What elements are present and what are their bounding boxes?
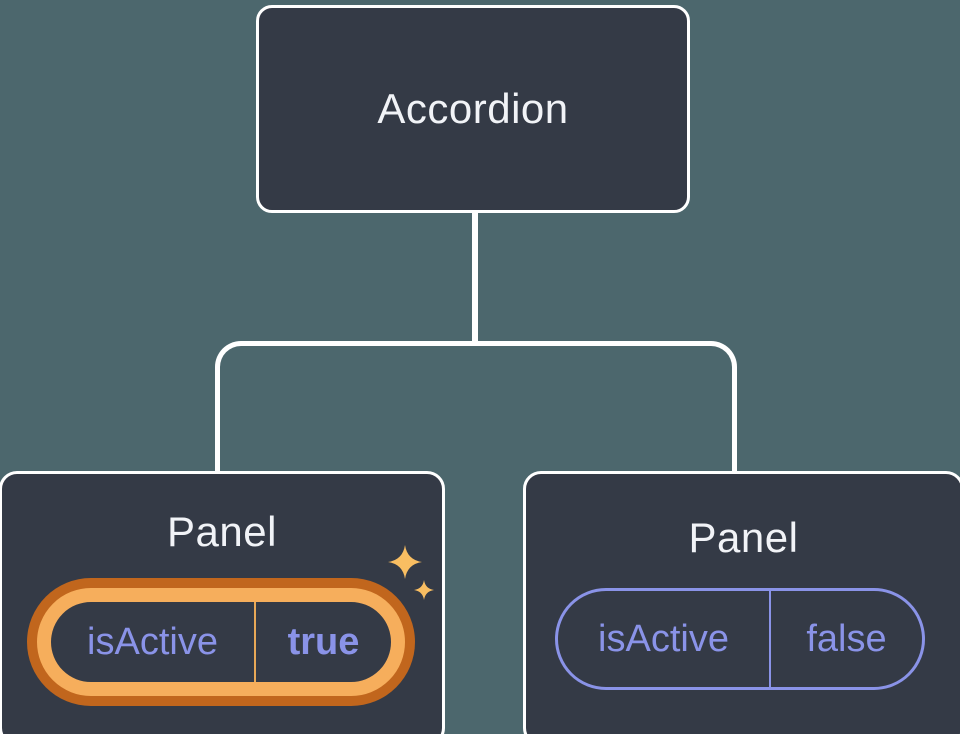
state-pill-active: isActive true bbox=[37, 588, 405, 696]
pill-divider bbox=[254, 602, 256, 682]
state-value: true bbox=[287, 620, 360, 663]
state-pill-inactive: isActive false bbox=[555, 588, 925, 690]
panel-title: Panel bbox=[688, 514, 799, 561]
state-name: isActive bbox=[598, 617, 729, 660]
state-value: false bbox=[806, 617, 887, 660]
node-panel-active: Panel isActive true bbox=[0, 471, 445, 734]
node-panel-inactive: Panel isActive false bbox=[523, 471, 960, 734]
sparkles-icon bbox=[388, 545, 434, 600]
node-accordion: Accordion bbox=[256, 5, 690, 213]
state-name: isActive bbox=[87, 620, 218, 663]
connector-bracket bbox=[215, 341, 737, 473]
accordion-label: Accordion bbox=[377, 85, 569, 132]
panel-title: Panel bbox=[167, 508, 277, 555]
pill-divider bbox=[769, 591, 771, 687]
connector-stem bbox=[472, 210, 478, 343]
